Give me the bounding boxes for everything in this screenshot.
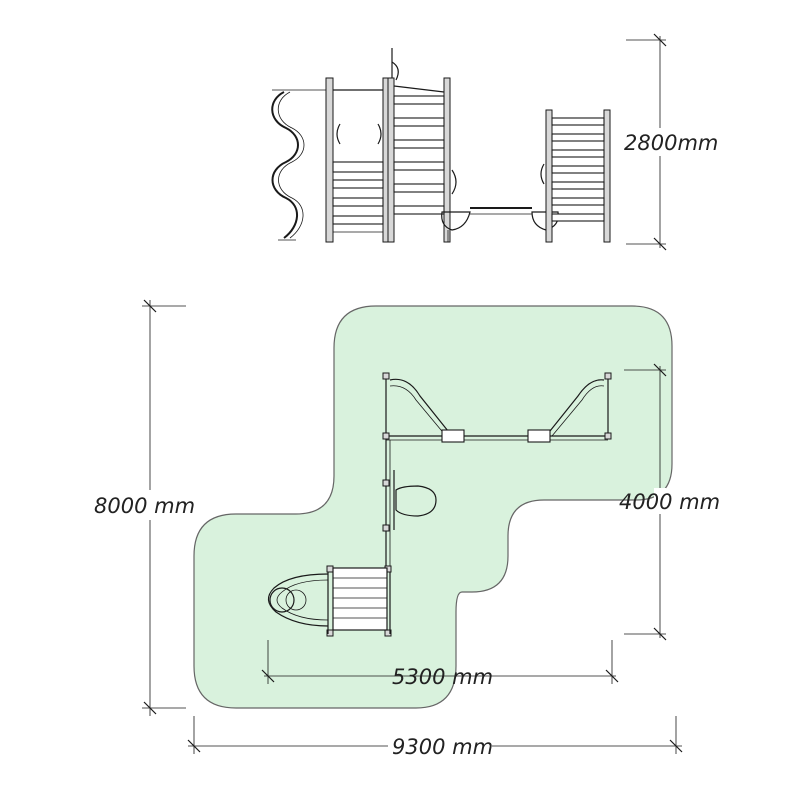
inner-width-dimension: 5300 mm — [261, 640, 619, 689]
dimension-right-depth-label: 4000 mm — [619, 490, 720, 514]
climbing-platform — [326, 565, 392, 637]
dimension-inner-width-label: 5300 mm — [392, 665, 493, 689]
width-dimension: 9300 mm — [187, 716, 683, 760]
cup-seat — [393, 470, 437, 530]
dimension-width-label: 9300 mm — [392, 735, 493, 759]
safety-zone — [193, 305, 673, 709]
bridge-section — [441, 207, 559, 242]
spiral-climber — [271, 89, 330, 241]
middle-ladder-tower — [387, 48, 457, 243]
spiral-plan — [267, 573, 329, 627]
plan-frame — [382, 372, 612, 568]
left-tower — [325, 77, 391, 243]
dimension-depth-label: 8000 mm — [94, 494, 195, 518]
right-ladder-tower — [540, 109, 611, 243]
dimension-height-label: 2800mm — [624, 131, 718, 155]
height-dimension: 2800mm — [622, 33, 718, 251]
right-depth-dimension: 4000 mm — [619, 363, 720, 641]
depth-dimension: 8000 mm — [92, 299, 195, 716]
elevation-view: 2800mm — [271, 33, 718, 251]
plan-view: 8000 mm 4000 mm 5300 mm — [92, 299, 720, 760]
